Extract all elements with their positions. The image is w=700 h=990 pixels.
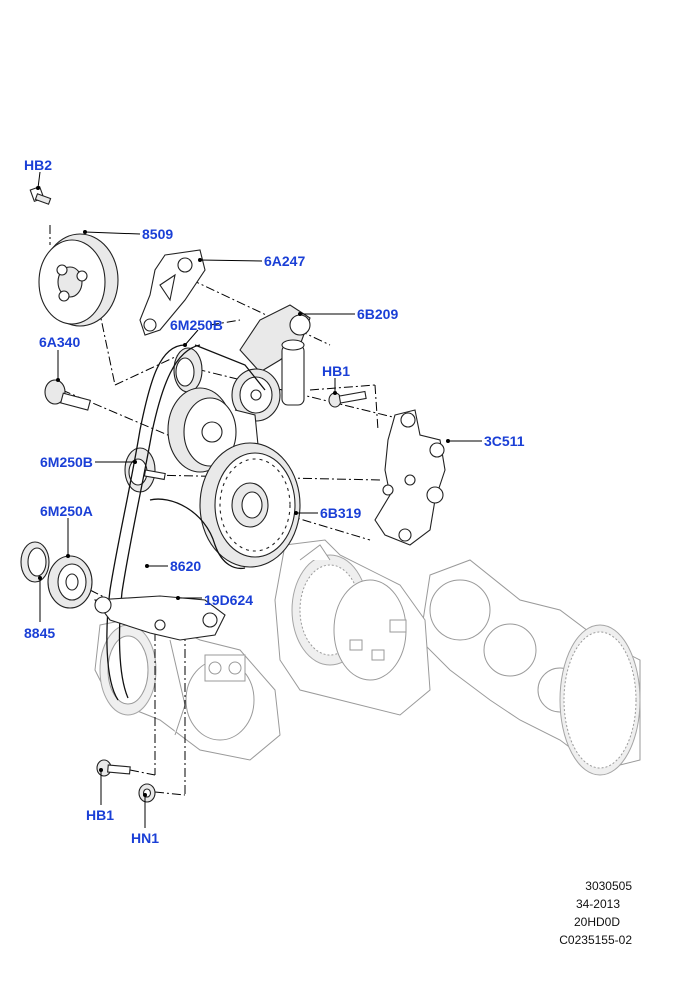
leader-lines xyxy=(36,171,482,828)
callout-6m250b-mid[interactable]: 6M250B xyxy=(40,454,93,470)
bolt-6a340[interactable] xyxy=(44,379,92,411)
callout-6a247[interactable]: 6A247 xyxy=(264,253,305,269)
reference-line-3: 20HD0D xyxy=(574,915,620,929)
crank-pulley-6b319[interactable] xyxy=(199,442,301,568)
callout-3c511[interactable]: 3C511 xyxy=(484,433,525,449)
callout-8620[interactable]: 8620 xyxy=(170,558,201,574)
callout-hb2[interactable]: HB2 xyxy=(24,157,52,173)
pulley-8509[interactable] xyxy=(38,233,119,327)
reference-block: 3030505 34-2013 20HD0D C0235155-02 xyxy=(559,879,632,947)
bolt-hb2[interactable] xyxy=(29,185,52,205)
nut-hn1[interactable] xyxy=(138,783,156,803)
callout-8845[interactable]: 8845 xyxy=(24,625,55,641)
callout-6b319[interactable]: 6B319 xyxy=(320,505,361,521)
callout-6m250b-top[interactable]: 6M250B xyxy=(170,317,223,333)
callout-19d624[interactable]: 19D624 xyxy=(204,592,253,608)
reference-line-1: 3030505 xyxy=(585,879,632,893)
callout-hn1[interactable]: HN1 xyxy=(131,830,159,846)
callout-6b209[interactable]: 6B209 xyxy=(357,306,398,322)
callout-hb1-top[interactable]: HB1 xyxy=(322,363,350,379)
callout-hb1-bottom[interactable]: HB1 xyxy=(86,807,114,823)
belt-8620[interactable] xyxy=(106,344,266,701)
callout-6a340[interactable]: 6A340 xyxy=(39,334,80,350)
bolt-hb1-top[interactable] xyxy=(328,390,367,408)
idler-6m250b-top[interactable] xyxy=(173,347,203,393)
idler-6m250a[interactable] xyxy=(47,555,93,609)
reference-line-4: C0235155-02 xyxy=(559,933,632,947)
callout-8509[interactable]: 8509 xyxy=(142,226,173,242)
callout-labels: HB2 8509 6A247 6M250B 6B209 6A340 HB1 3C… xyxy=(24,157,525,846)
reference-line-2: 34-2013 xyxy=(576,897,620,911)
bracket-3c511[interactable] xyxy=(374,409,446,546)
ghost-alternator xyxy=(274,539,431,716)
callout-6m250a[interactable]: 6M250A xyxy=(40,503,93,519)
tensioner-6b209[interactable] xyxy=(231,304,311,422)
ghost-crankshaft xyxy=(419,559,641,776)
bracket-19d624[interactable] xyxy=(93,595,226,641)
ghost-ac-compressor xyxy=(94,614,281,761)
cap-8845[interactable] xyxy=(20,541,50,583)
bolt-hb1-bottom[interactable] xyxy=(96,759,131,777)
bracket-6a247[interactable] xyxy=(139,249,206,336)
